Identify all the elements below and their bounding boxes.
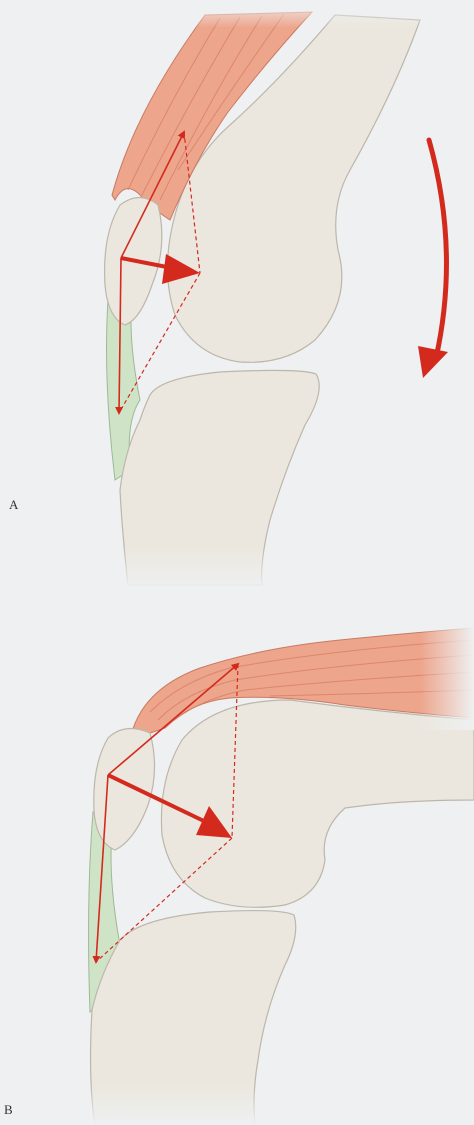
curved-arrow-down-icon — [418, 140, 448, 378]
patella-b — [94, 729, 155, 850]
panel-label-b: B — [4, 1102, 13, 1118]
femur-b — [161, 700, 474, 907]
panel-label-a: A — [9, 497, 18, 513]
panel-a — [100, 0, 460, 590]
panel-b — [80, 620, 474, 1125]
